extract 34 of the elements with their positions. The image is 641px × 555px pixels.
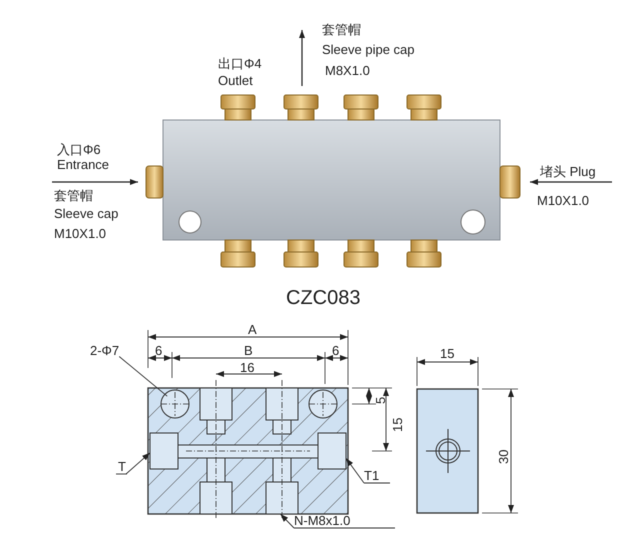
dimension-text: 15 xyxy=(440,346,454,361)
dimension-text: 6 xyxy=(332,343,340,358)
callout-label: 出口Φ4 xyxy=(218,56,262,71)
callout-label: 套管帽 xyxy=(54,188,93,203)
callout-label: Sleeve pipe cap xyxy=(322,42,415,57)
callout-label: 入口Φ6 xyxy=(57,142,101,157)
callout-label: M10X1.0 xyxy=(54,226,106,241)
dimension-text: A xyxy=(248,322,257,337)
diagram-title: CZC083 xyxy=(286,287,360,309)
callout-label: 套管帽 xyxy=(322,22,361,37)
callout-label: Sleeve cap xyxy=(54,206,118,221)
leader-label: T xyxy=(118,459,126,474)
dimension-text: 15 xyxy=(390,418,405,432)
callout-label: Entrance xyxy=(57,157,110,172)
dimension-text: 30 xyxy=(496,450,511,464)
threaded-port xyxy=(266,482,298,514)
callout-label: M8X1.0 xyxy=(325,63,370,78)
threaded-port xyxy=(318,432,346,470)
leader-label: 2-Φ7 xyxy=(90,343,120,358)
leader-label: T1 xyxy=(364,468,380,483)
leader-line xyxy=(280,514,294,528)
dimension-text: 5 xyxy=(373,396,388,404)
callout-label: M10X1.0 xyxy=(537,193,590,208)
leader-line xyxy=(118,356,168,397)
threaded-port xyxy=(150,432,178,470)
leader-label: N-M8x1.0 xyxy=(294,513,350,528)
mounting-hole xyxy=(160,390,190,418)
callout-label: 堵头 Plug xyxy=(540,164,596,179)
leader-line xyxy=(346,458,364,484)
dimension-text: 6 xyxy=(155,343,162,358)
dimension-text: 16 xyxy=(240,360,254,375)
callout-label: Outlet xyxy=(218,73,253,88)
dimension-text: B xyxy=(244,343,253,358)
leader-line xyxy=(126,452,150,474)
